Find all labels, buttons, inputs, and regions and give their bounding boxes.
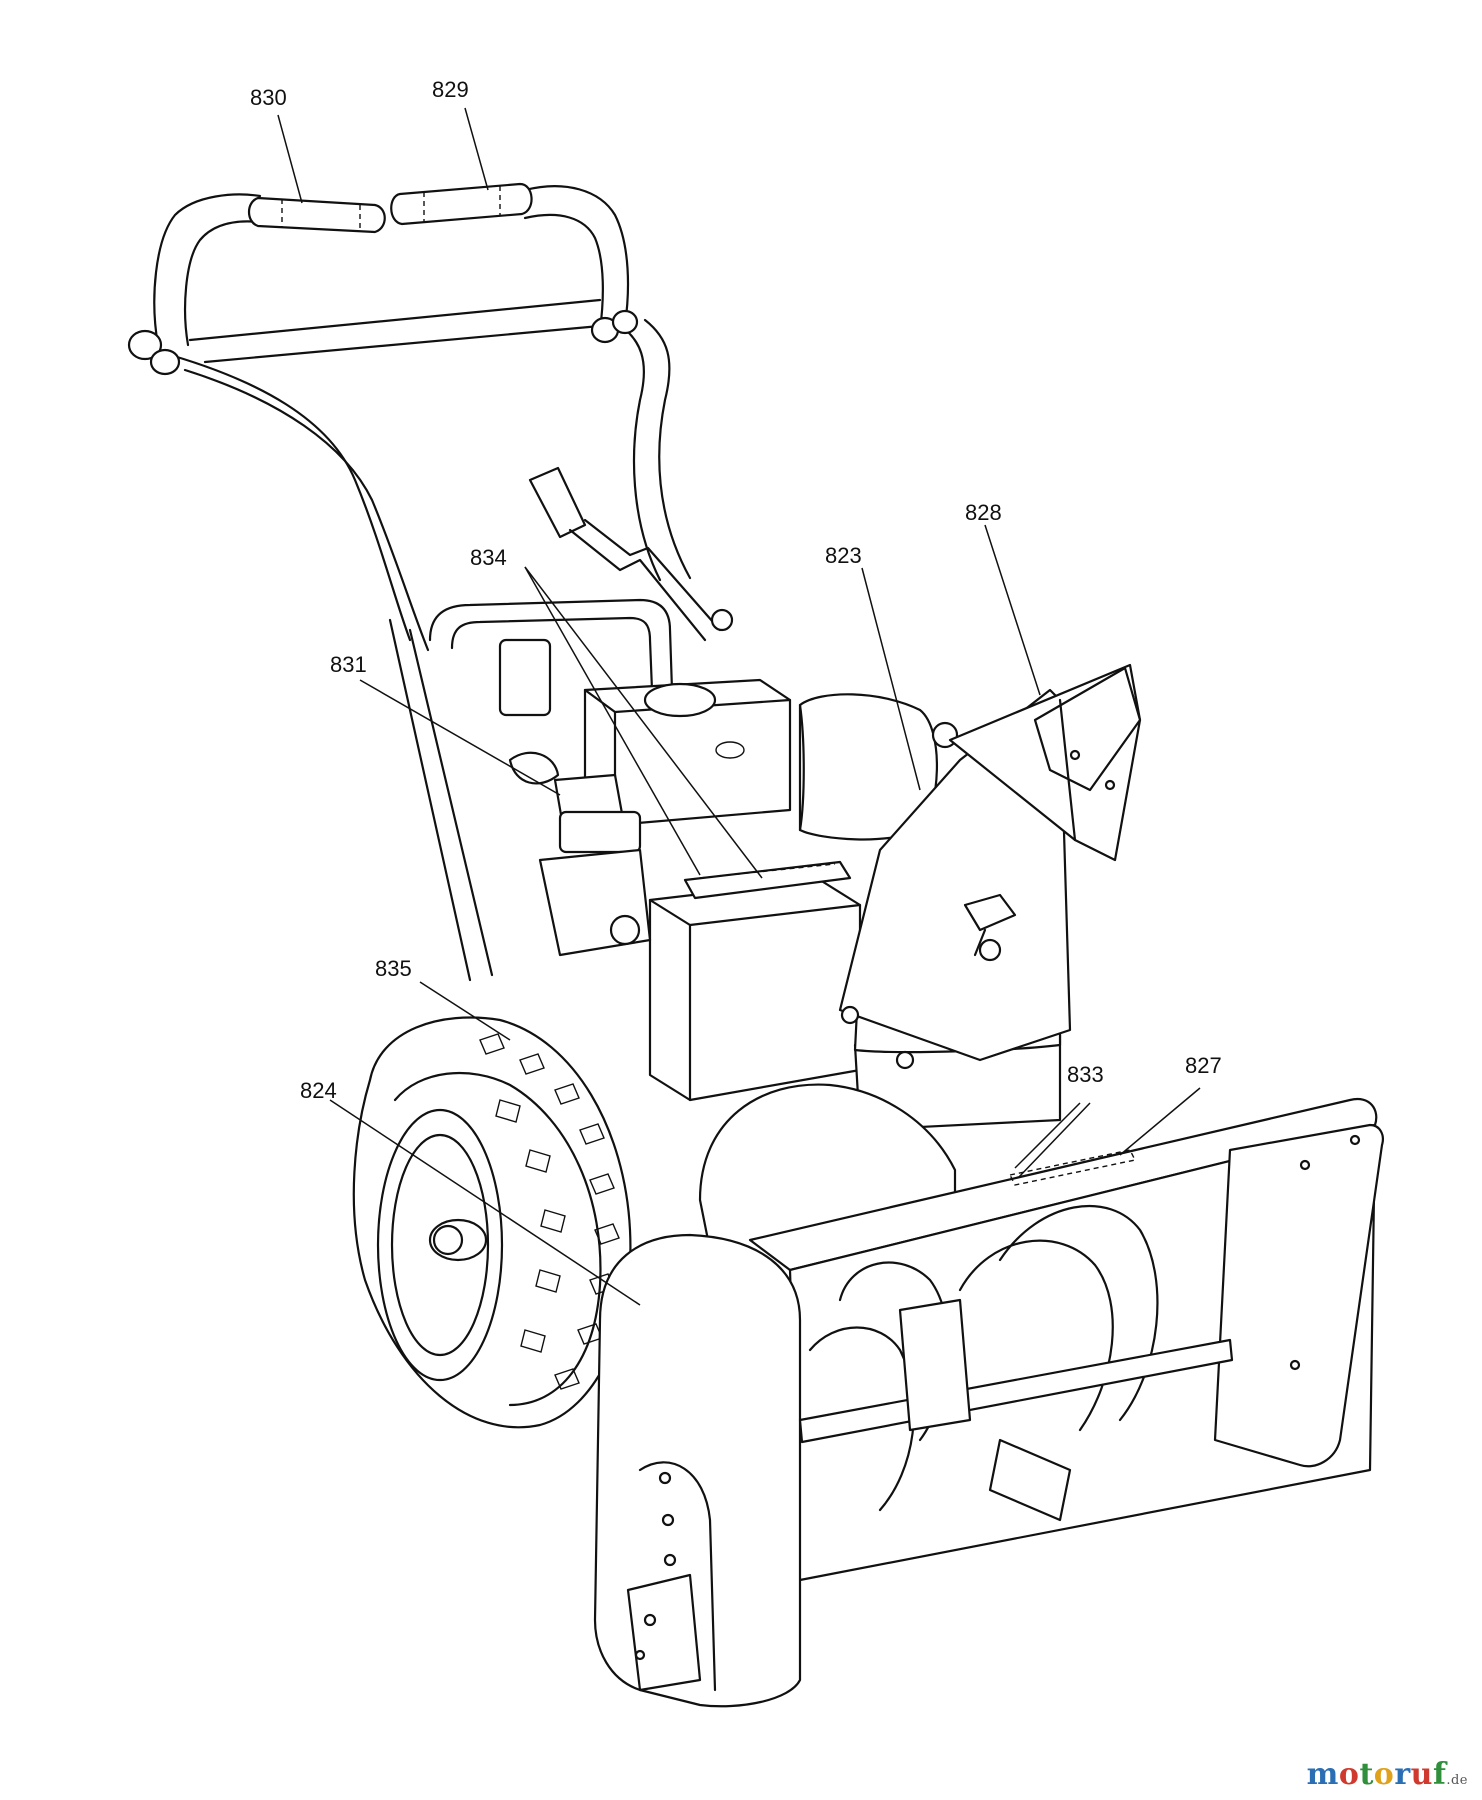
motoruf-watermark: motoruf.de: [1307, 1757, 1468, 1792]
callout-834: 834: [470, 545, 507, 570]
watermark-letter: f: [1432, 1757, 1447, 1792]
handle-bar: [127, 185, 692, 982]
callout-824: 824: [300, 1078, 337, 1103]
control-lever: [528, 466, 734, 642]
watermark-letter: u: [1410, 1757, 1433, 1792]
discharge-chute: [838, 663, 1142, 1132]
callout-828: 828: [965, 500, 1002, 525]
right-grip: [390, 182, 533, 226]
callout-829: 829: [432, 77, 469, 102]
wheel: [352, 1016, 632, 1429]
watermark-letter: o: [1338, 1757, 1360, 1792]
callout-827: 827: [1185, 1053, 1222, 1078]
callout-labels: 830 829 828 834 823 831 835 833 827 824: [250, 77, 1222, 1103]
watermark-letter: o: [1373, 1757, 1395, 1792]
left-grip: [247, 196, 386, 234]
watermark-letter: m: [1306, 1757, 1339, 1792]
auger-housing: [593, 1083, 1384, 1708]
leader-lines: [277, 107, 1201, 1306]
callout-833: 833: [1067, 1062, 1104, 1087]
watermark-suffix: .de: [1446, 1773, 1468, 1788]
callout-831: 831: [330, 652, 367, 677]
watermark-text: motoruf: [1307, 1757, 1447, 1792]
watermark-letter: r: [1394, 1757, 1411, 1792]
watermark-letter: t: [1359, 1757, 1374, 1792]
callout-835: 835: [375, 956, 412, 981]
callout-830: 830: [250, 85, 287, 110]
engine-assembly: [428, 598, 959, 1102]
callout-823: 823: [825, 543, 862, 568]
